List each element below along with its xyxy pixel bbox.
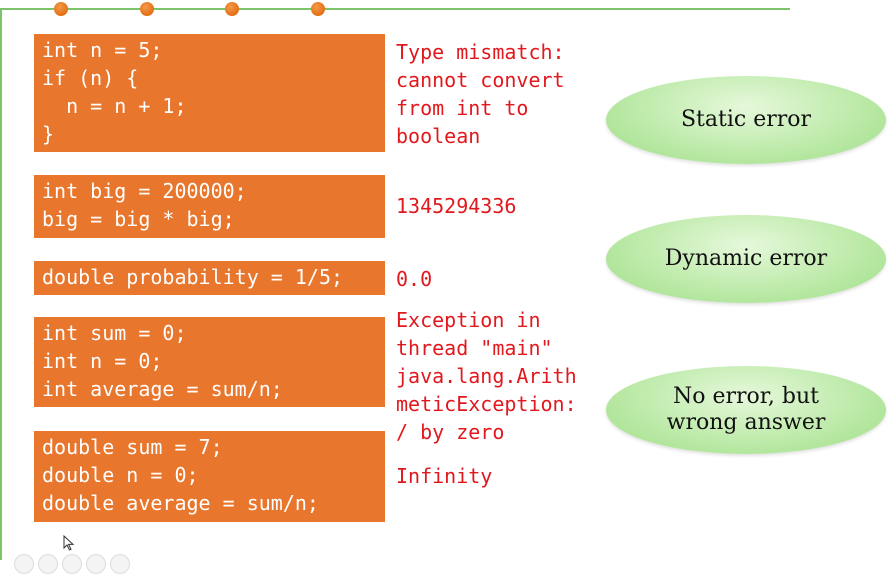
code-box-double-divide-by-zero: double sum = 7; double n = 0; double ave…: [34, 431, 385, 522]
result-arithmetic-exception: Exception in thread "main" java.lang.Ari…: [396, 308, 577, 444]
slide-nav-dot-icon[interactable]: [62, 554, 82, 574]
mouse-cursor-icon: [63, 535, 75, 551]
code-box-int-divide-by-zero: int sum = 0; int n = 0; int average = su…: [34, 317, 385, 407]
result-zero-value: 0.0: [396, 267, 433, 291]
frame-dot-4: [311, 2, 325, 16]
result-infinity: Infinity: [396, 464, 493, 488]
result-overflow-value: 1345294336: [396, 194, 517, 218]
category-wrong-answer: No error, but wrong answer: [606, 366, 886, 454]
slide-nav-controls[interactable]: [14, 554, 130, 574]
frame-dot-1: [54, 2, 68, 16]
code-box-int-overflow: int big = 200000; big = big * big;: [34, 175, 385, 238]
slide-nav-dot-icon[interactable]: [14, 554, 34, 574]
frame-dot-2: [140, 2, 154, 16]
category-static-error: Static error: [606, 76, 886, 164]
frame-left-line: [0, 8, 2, 560]
category-dynamic-error-label: Dynamic error: [664, 246, 828, 271]
slide-nav-dot-icon[interactable]: [110, 554, 130, 574]
category-dynamic-error: Dynamic error: [606, 215, 886, 303]
frame-top-line: [0, 8, 790, 10]
code-box-if-int: int n = 5; if (n) { n = n + 1; }: [34, 34, 385, 152]
slide-nav-dot-icon[interactable]: [86, 554, 106, 574]
code-box-int-division: double probability = 1/5;: [34, 261, 385, 295]
result-type-mismatch: Type mismatch: cannot convert from int t…: [396, 40, 565, 148]
slide-nav-dot-icon[interactable]: [38, 554, 58, 574]
frame-dot-3: [225, 2, 239, 16]
category-wrong-answer-label: No error, but wrong answer: [666, 384, 826, 435]
category-static-error-label: Static error: [680, 107, 812, 132]
